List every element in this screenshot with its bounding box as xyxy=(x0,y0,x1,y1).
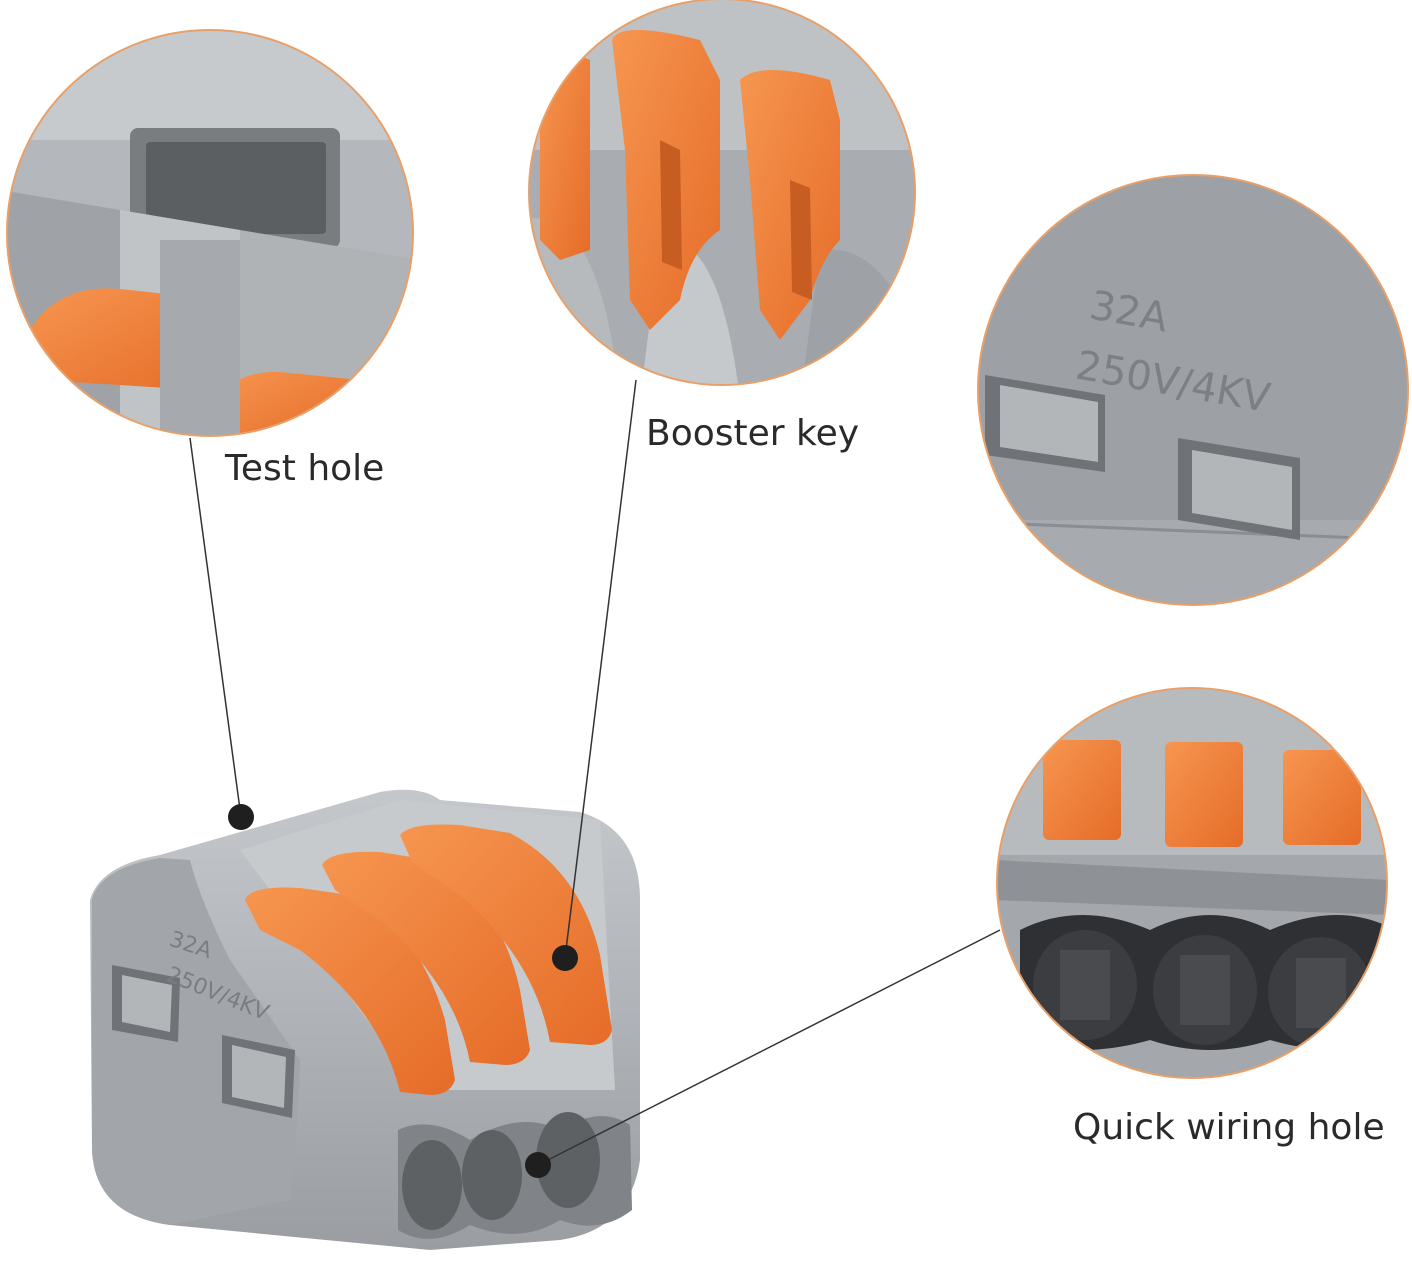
rating-marking-closeup: 32A 250V/4KV xyxy=(977,174,1409,606)
marker-dot-quick-wiring xyxy=(525,1152,551,1178)
callout-booster-key: Booster key xyxy=(646,413,860,454)
leader-lines xyxy=(189,379,1001,1178)
leader-line-test-hole xyxy=(189,437,242,818)
callout-quick-wiring-hole: Quick wiring hole xyxy=(1073,1107,1385,1148)
leader-line-booster-key xyxy=(564,379,637,959)
marker-dot-booster-key xyxy=(552,945,578,971)
quick-wiring-hole-closeup xyxy=(996,687,1388,1079)
booster-key-closeup xyxy=(528,0,916,386)
lever-connector: 32A 250V/4KV xyxy=(90,789,640,1250)
leader-line-quick-wiring xyxy=(537,929,1001,1166)
test-hole-closeup xyxy=(6,29,414,437)
marker-dot-test-hole xyxy=(228,804,254,830)
callout-test-hole: Test hole xyxy=(225,448,385,489)
